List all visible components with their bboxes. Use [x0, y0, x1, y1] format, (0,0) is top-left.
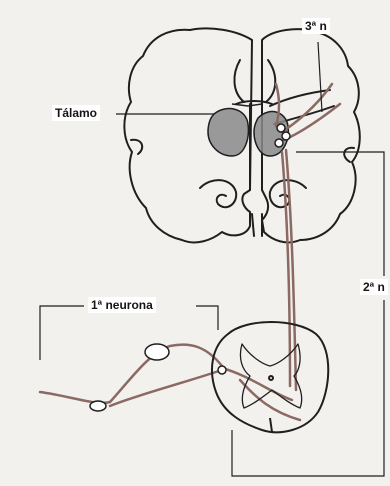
thalamic-nucleus-1	[277, 124, 285, 132]
ascending-pathway	[40, 84, 340, 420]
central-canal	[269, 376, 273, 380]
ventral-fissure	[270, 418, 272, 432]
left-lateral-ventricle	[234, 60, 244, 102]
third-neuron-fiber-medial	[276, 84, 279, 126]
peripheral-node	[90, 401, 106, 411]
label-third-neuron: 3ª n	[302, 18, 330, 34]
thalamus	[208, 104, 288, 156]
spinal-cord-section	[212, 322, 328, 432]
label-thalamus: Tálamo	[52, 105, 100, 121]
dorsal-root-ganglion	[90, 344, 169, 411]
brainstem-left	[252, 214, 254, 236]
left-temporal-curl	[200, 180, 236, 207]
label-second-neuron: 2ª n	[360, 279, 388, 295]
thalamus-left-lobe	[208, 109, 248, 156]
ganglion-body	[145, 344, 169, 360]
first-neuron-bracket	[40, 306, 218, 360]
first-neuron-lower-branch	[110, 370, 222, 406]
dorsal-horn-synapse	[218, 366, 226, 374]
first-neuron-central	[222, 368, 292, 400]
thalamus-connector	[232, 104, 262, 106]
right-lateral-ventricle	[266, 60, 275, 102]
cell-bodies	[218, 124, 290, 374]
thalamic-nucleus-2	[282, 132, 290, 140]
label-first-neuron: 1ª neurona	[88, 297, 156, 313]
thalamic-nucleus-3	[275, 139, 283, 147]
